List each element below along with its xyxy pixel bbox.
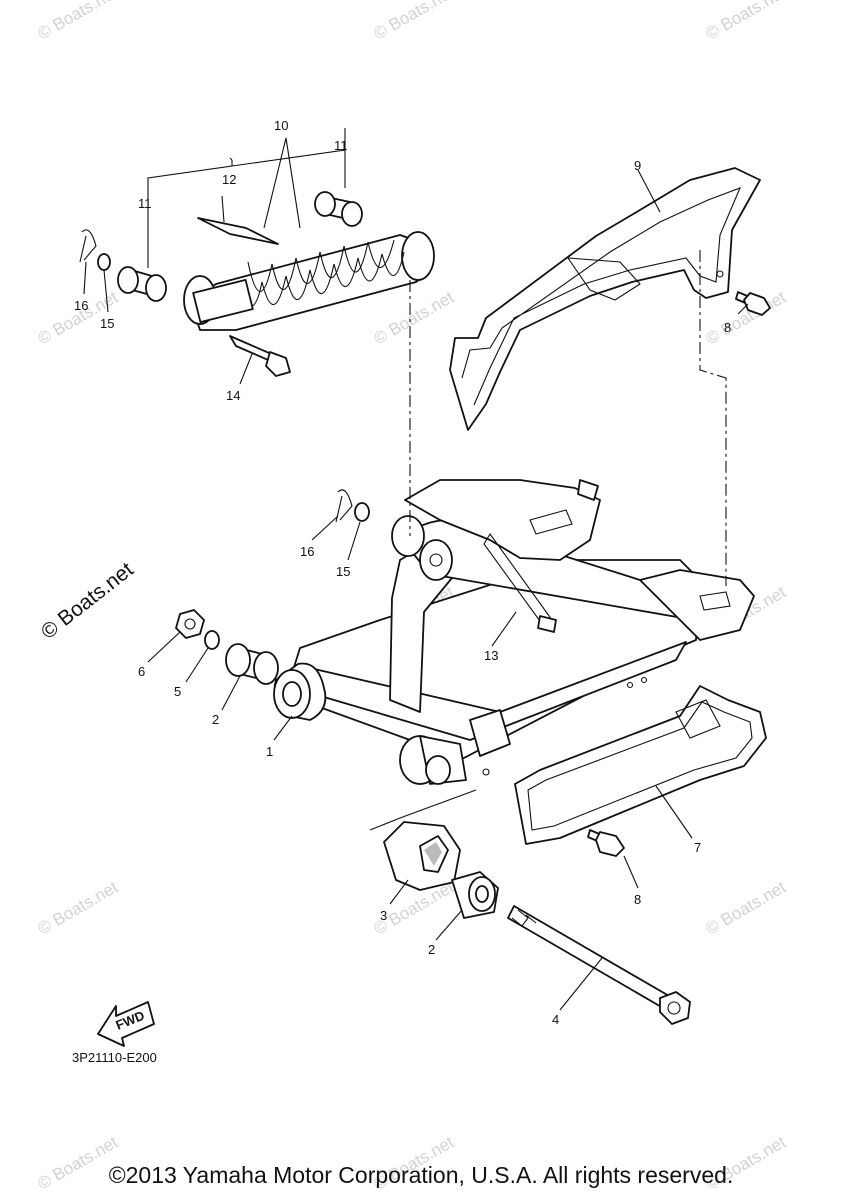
callout-brackets [147,128,477,831]
watermark-large: © Boats.net [37,558,138,644]
callout-10: 10 [274,118,288,133]
callout-2-upper: 2 [212,712,219,727]
pivot-shaft [507,905,691,1025]
assembly-lines [409,250,727,586]
callout-7: 7 [694,840,701,855]
shock-bolt [229,335,291,377]
watermark: © Boats.net [35,0,122,43]
callout-11-right: 11 [334,138,348,153]
callout-13: 13 [484,648,498,663]
chain-guard [514,685,767,845]
collar [383,821,461,891]
diagram-code: 3P21110-E200 [72,1050,157,1065]
callout-8-upper: 8 [724,320,731,335]
rear-arm [273,479,755,785]
washer-left [204,630,220,650]
callout-14: 14 [226,388,240,403]
watermark: © Boats.net [35,877,122,938]
callout-3: 3 [380,908,387,923]
chain-case [449,167,761,431]
cotter-pin-upper [79,229,97,263]
bolt-upper [735,291,771,316]
bushing-left [225,643,279,685]
bolt-lower [587,829,625,857]
callout-16-upper: 16 [74,298,88,313]
watermark: © Boats.net [371,0,458,43]
watermark: © Boats.net [371,287,458,348]
callout-15-upper: 15 [100,316,114,331]
callout-16-middle: 16 [300,544,314,559]
cotter-pin-middle [335,489,353,523]
callout-6: 6 [138,664,145,679]
fwd-arrow-icon: FWD [97,1001,155,1047]
washer-middle [354,502,370,522]
callout-8-lower: 8 [634,892,641,907]
copyright-footer: ©2013 Yamaha Motor Corporation, U.S.A. A… [108,1162,734,1188]
washer-upper [97,253,111,271]
callout-12: 12 [222,172,236,187]
callout-11-left: 11 [138,196,152,211]
leader-lines [83,169,749,1011]
nut [175,609,205,639]
callout-9: 9 [634,158,641,173]
bushing-upper [314,191,363,227]
label-plate [197,217,279,245]
rear-shock-absorber [183,231,435,331]
watermark: © Boats.net [703,877,790,938]
callout-5: 5 [174,684,181,699]
callout-2-lower: 2 [428,942,435,957]
callout-4: 4 [552,1012,559,1027]
callout-1: 1 [266,744,273,759]
callouts: 10 11 11 12 9 8 16 15 14 16 15 13 6 5 2 … [74,118,731,1027]
bushing-lower [117,266,167,302]
watermark: © Boats.net [703,0,790,43]
callout-15-middle: 15 [336,564,350,579]
bushing-lower-right [451,871,499,919]
